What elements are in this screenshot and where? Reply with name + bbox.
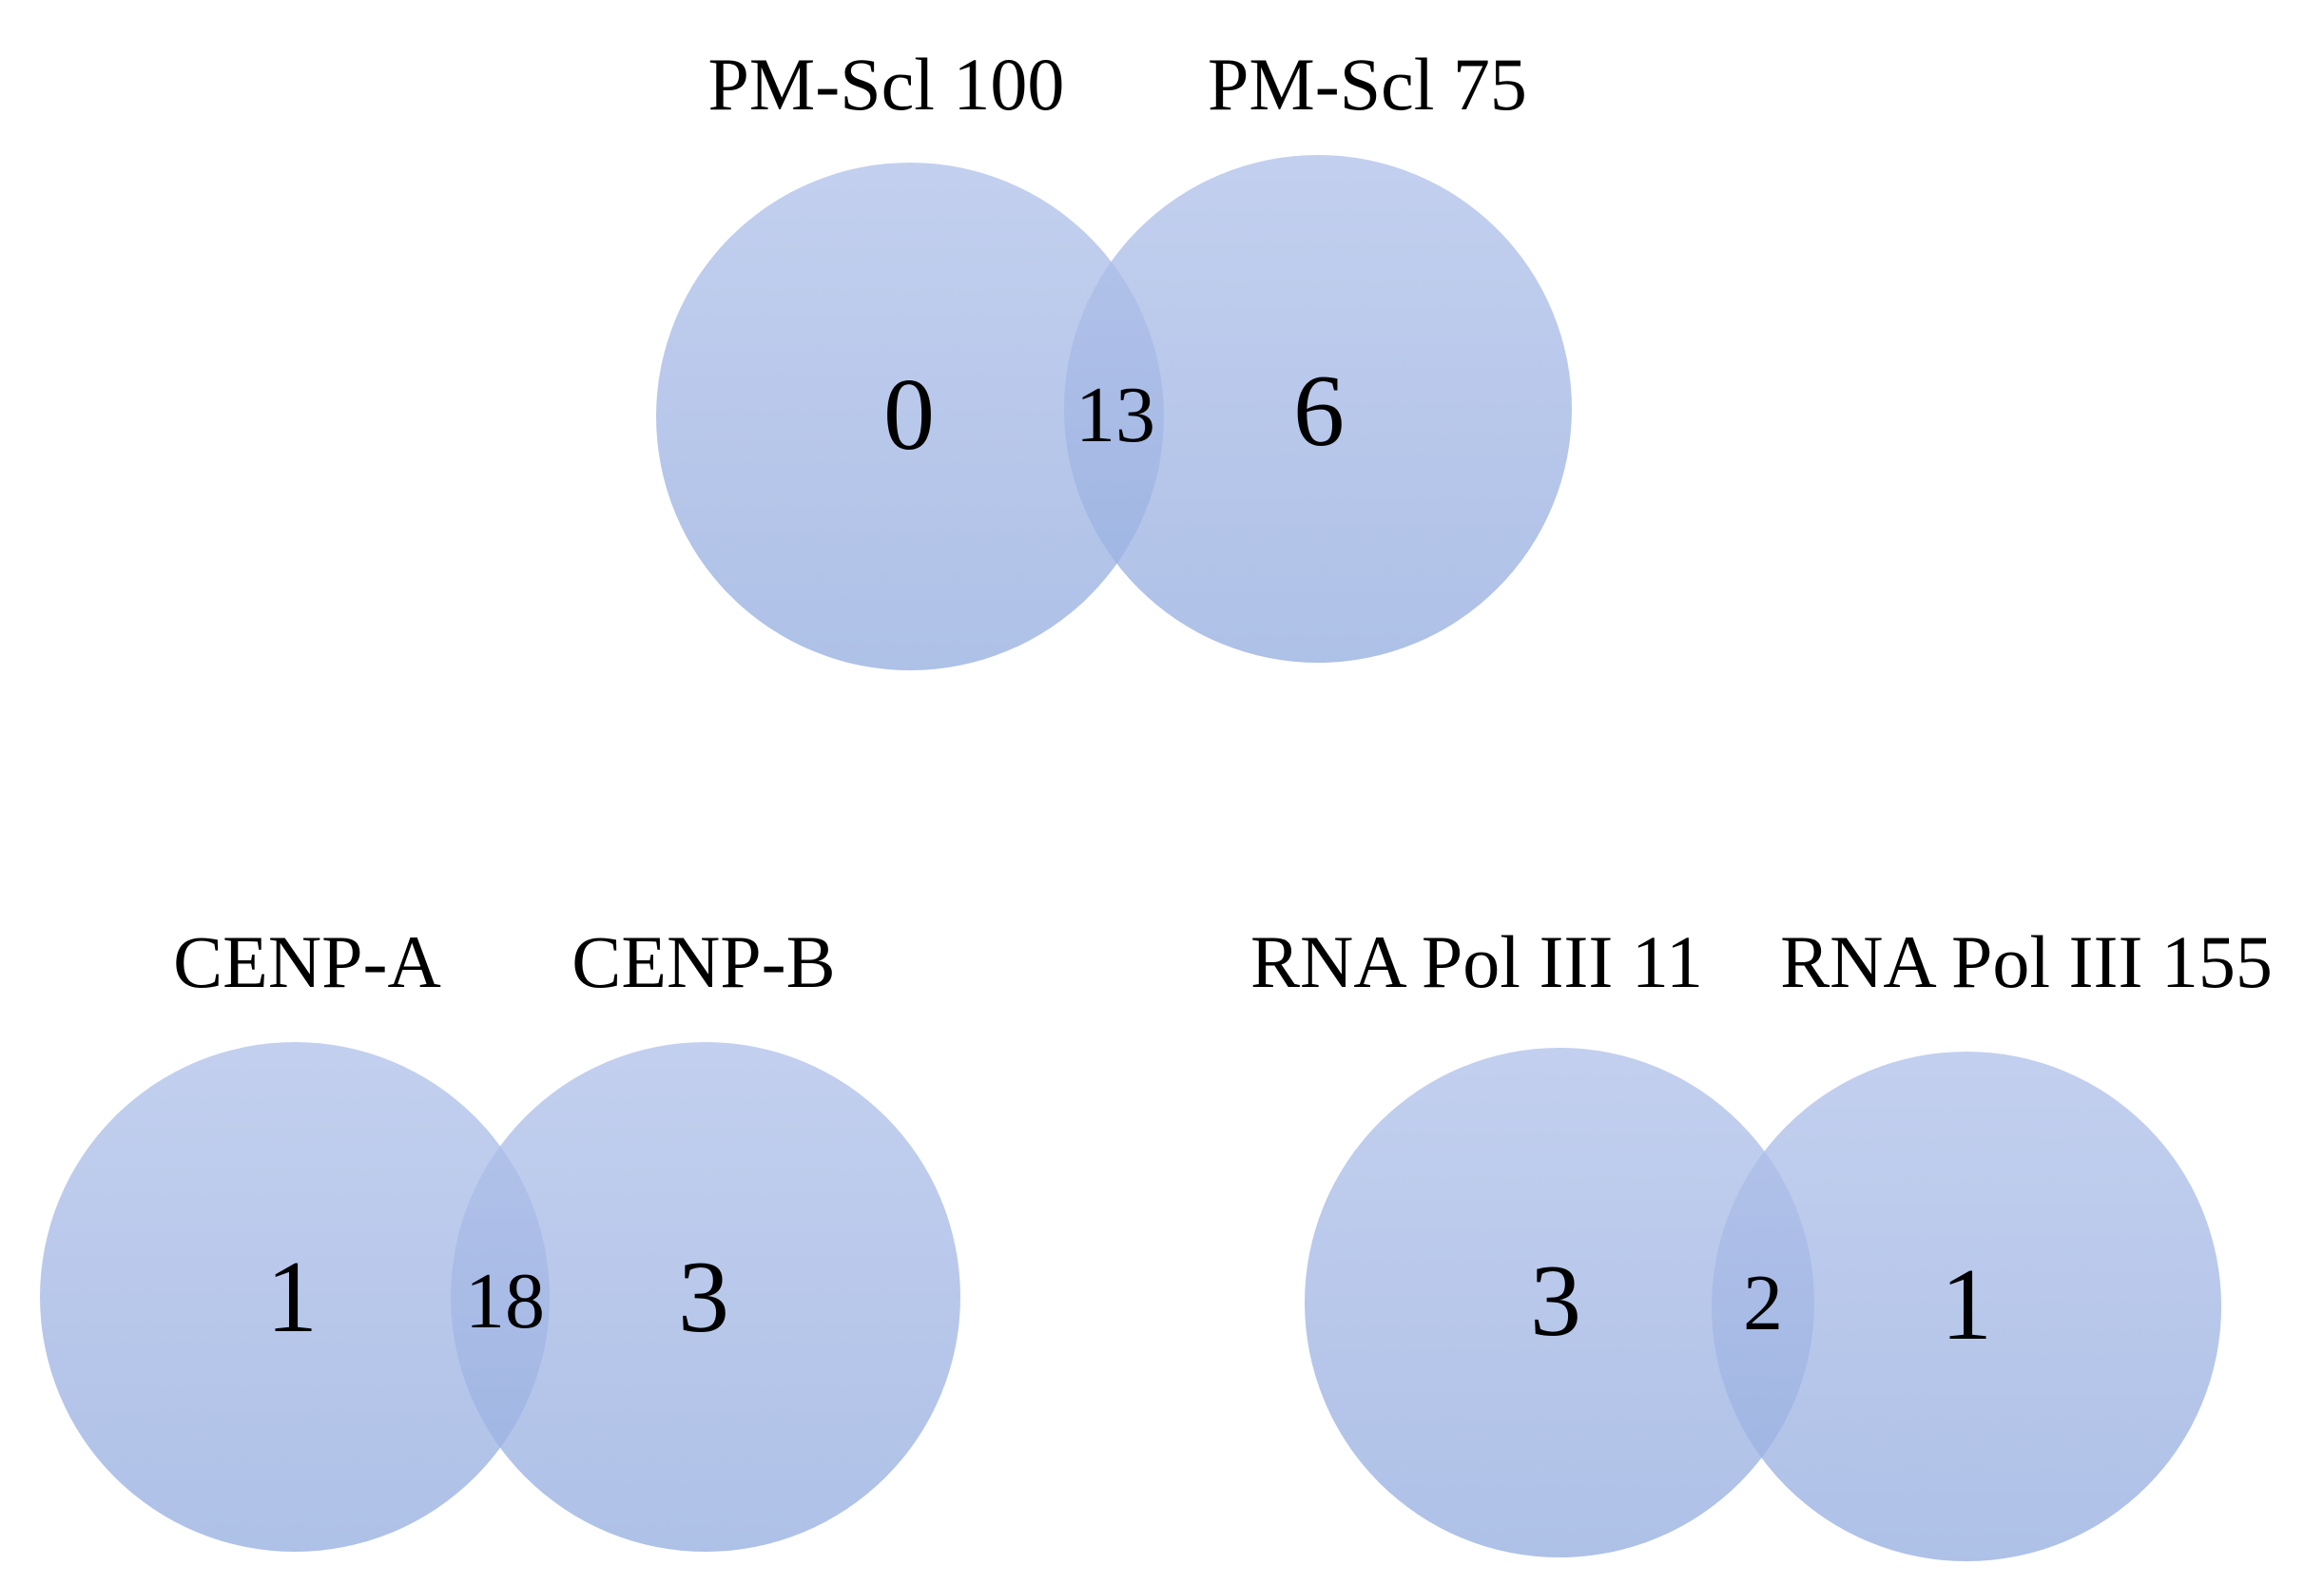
count-pm-scl-100-only: 0 [883,358,935,472]
count-cenp-overlap: 18 [465,1257,545,1345]
venn-circle-cenp-b [451,1042,960,1552]
venn-diagram-rna-pol-iii: RNA Pol III 11 RNA Pol III 155 3 2 1 [1250,920,2273,1561]
set-label-pm-scl-75: PM-Scl 75 [1208,43,1527,126]
count-rna-pol-iii-11-only: 3 [1530,1245,1581,1358]
venn-circle-pm-scl-100 [656,163,1164,670]
count-rna-pol-iii-155-only: 1 [1941,1248,1992,1362]
count-cenp-a-only: 1 [266,1241,318,1354]
set-label-pm-scl-100: PM-Scl 100 [708,43,1065,126]
count-cenp-b-only: 3 [678,1241,729,1354]
set-label-rna-pol-iii-155: RNA Pol III 155 [1780,920,2273,1003]
venn-circle-rna-pol-iii-155 [1712,1052,2221,1561]
venn-circle-rna-pol-iii-11 [1305,1048,1814,1557]
venn-circle-pm-scl-75 [1064,155,1572,663]
venn-diagram-pm-scl: PM-Scl 100 PM-Scl 75 0 13 6 [656,43,1572,670]
count-rna-pol-iii-overlap: 2 [1743,1259,1783,1347]
count-pm-scl-75-only: 6 [1293,355,1345,468]
venn-diagram-cenp: CENP-A CENP-B 1 18 3 [40,920,960,1552]
set-label-cenp-b: CENP-B [571,920,835,1003]
venn-circle-cenp-a [40,1042,550,1552]
set-label-rna-pol-iii-11: RNA Pol III 11 [1250,920,1703,1003]
set-label-cenp-a: CENP-A [173,920,441,1003]
count-pm-scl-overlap: 13 [1075,371,1155,459]
